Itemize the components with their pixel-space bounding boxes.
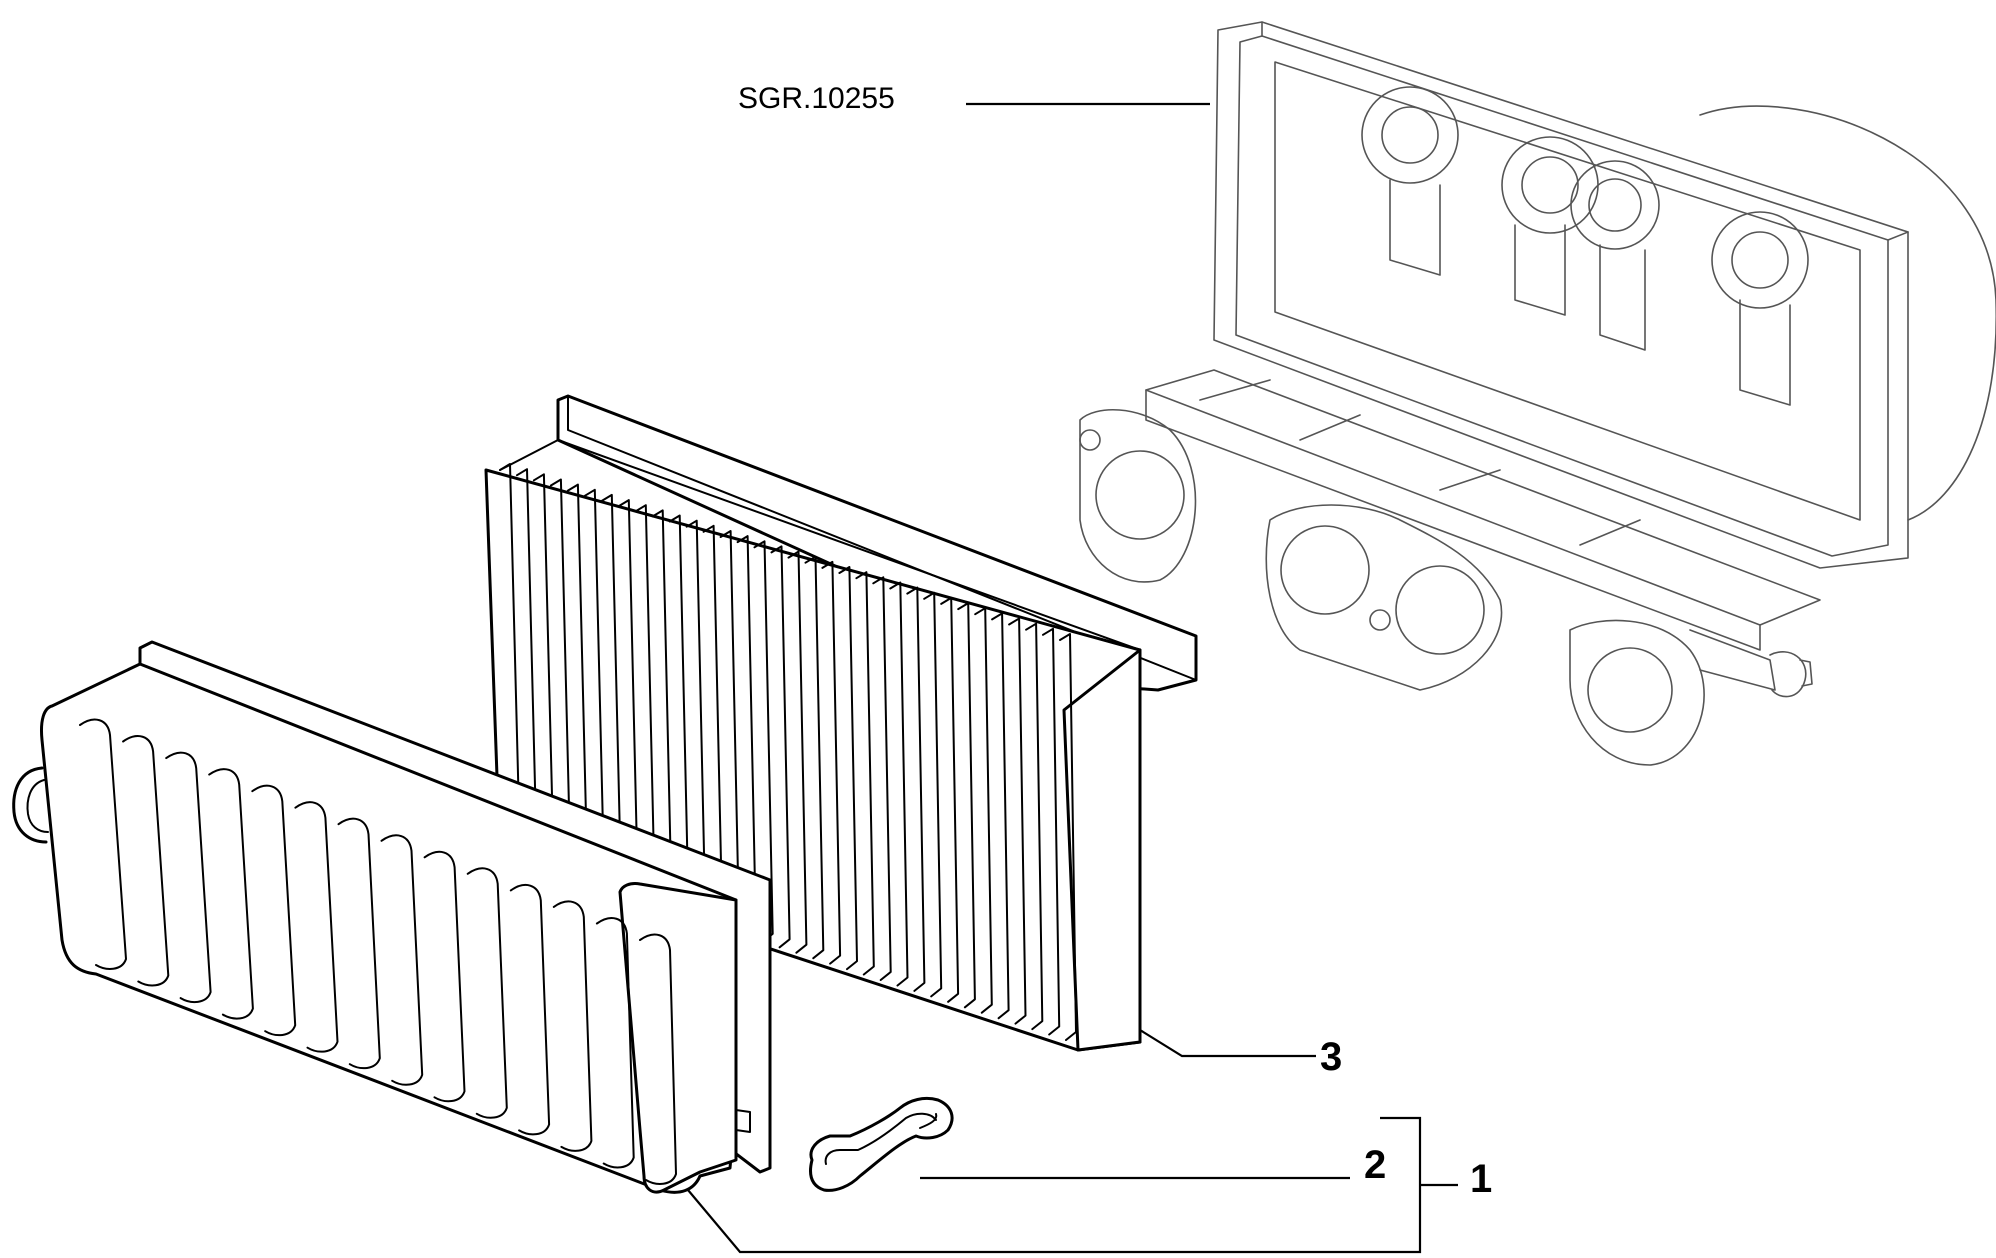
rib	[251, 784, 297, 1037]
pleat	[991, 612, 1010, 1020]
pleat	[940, 596, 960, 1003]
filter-housing-part-1	[12, 640, 772, 1194]
callout-3: 3	[1320, 1035, 1342, 1079]
pleat	[804, 555, 825, 960]
intake-manifold-reference	[1079, 21, 1996, 766]
pleat	[1059, 633, 1077, 1041]
pleat	[1008, 617, 1027, 1025]
pleat	[889, 581, 909, 987]
rib	[208, 768, 254, 1020]
callout-1: 1	[1470, 1157, 1492, 1201]
rib	[466, 867, 508, 1119]
rib	[165, 751, 212, 1004]
rib	[595, 917, 635, 1169]
reference-label: SGR.10255	[738, 82, 895, 115]
pleat	[872, 576, 892, 981]
spring-clip-part-2	[809, 1096, 954, 1192]
pleat	[957, 602, 976, 1009]
pleat	[1042, 627, 1061, 1036]
rib	[423, 850, 466, 1103]
pleat	[906, 586, 926, 992]
rib	[79, 718, 127, 970]
pleat	[974, 607, 993, 1014]
rib	[122, 735, 170, 987]
pleat	[838, 566, 858, 971]
pleat	[1025, 622, 1044, 1031]
rib	[380, 834, 424, 1086]
pleat	[787, 550, 808, 954]
rib	[552, 900, 593, 1152]
leader-3	[1139, 1029, 1316, 1058]
pleat	[855, 571, 875, 976]
rib	[639, 933, 677, 1185]
pleat	[821, 560, 842, 965]
callout-2: 2	[1364, 1143, 1386, 1187]
rib	[294, 801, 339, 1053]
pleat	[770, 545, 791, 949]
pleat	[923, 591, 943, 998]
leader-1-lower	[687, 1116, 1422, 1254]
leader-lines	[687, 102, 1458, 1254]
housing-ribs	[79, 718, 677, 1185]
rib	[509, 883, 551, 1136]
rib	[337, 817, 381, 1070]
